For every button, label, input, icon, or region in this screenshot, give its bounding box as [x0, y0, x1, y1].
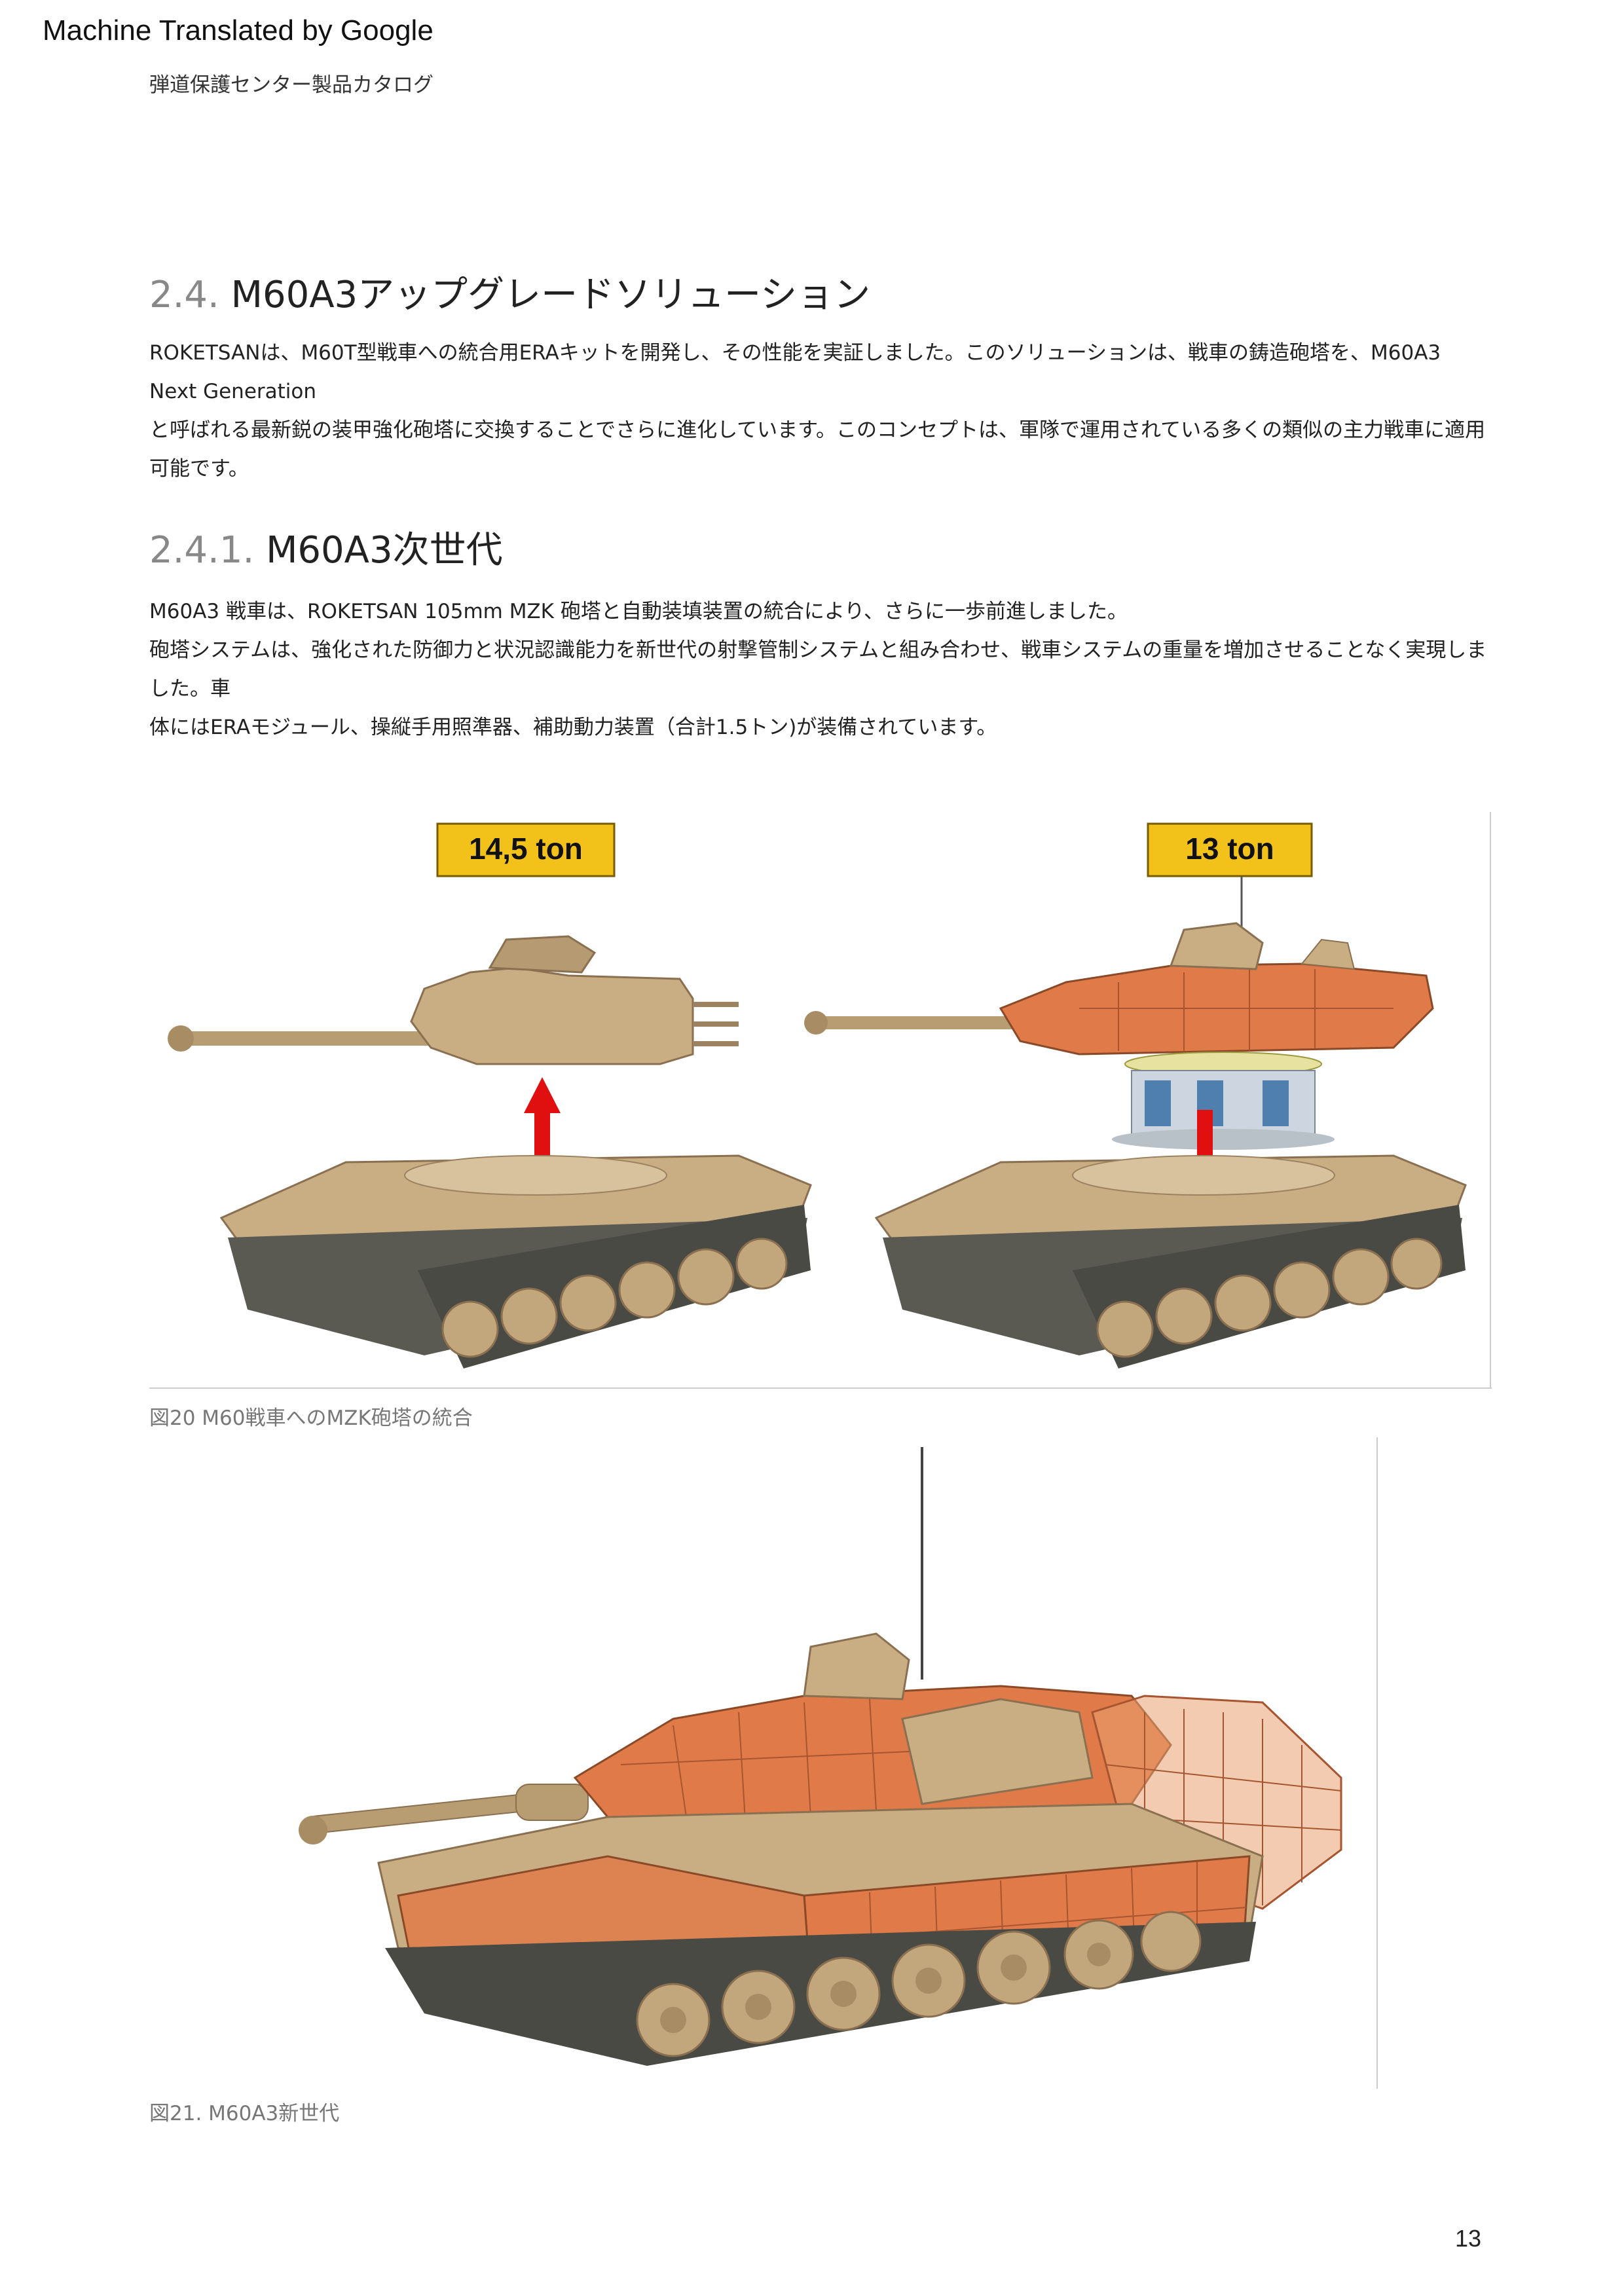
section-heading-2-4-1: 2.4.1. M60A3次世代 [149, 521, 503, 574]
section-title: M60A3アップグレードソリューション [231, 274, 871, 316]
paragraph-line: と呼ばれる最新鋭の装甲強化砲塔に交換することでさらに進化しています。このコンセプ… [149, 418, 1486, 481]
section-2-4-1-paragraph: M60A3 戦車は、ROKETSAN 105mm MZK 砲塔と自動装填装置の統… [149, 593, 1492, 747]
m60-original-tank-illustration: 14,5 ton [168, 822, 812, 1368]
paragraph-line: M60A3 戦車は、ROKETSAN 105mm MZK 砲塔と自動装填装置の統… [149, 600, 1128, 623]
page-number: 13 [1455, 2225, 1482, 2252]
paragraph-line: 体にはERAモジュール、操縦手用照準器、補助動力装置（合計1.5トン)が装備され… [149, 716, 997, 739]
figure-20-turret-integration-image: 14,5 ton 13 ton [149, 812, 1492, 1391]
section-title: M60A3次世代 [266, 529, 503, 572]
weight-label-original: 14,5 ton [469, 832, 583, 866]
m60a3-next-generation-tank-illustration: 13 ton [804, 822, 1467, 1368]
figure-20-caption: 図20 M60戦車へのMZK砲塔の統合 [149, 1406, 473, 1430]
figure-21-caption: 図21. M60A3新世代 [149, 2102, 340, 2125]
section-number: 2.4. [149, 274, 219, 316]
figure-21-m60a3-next-generation-image [149, 1437, 1492, 2092]
section-2-4-paragraph: ROKETSANは、M60T型戦車への統合用ERAキットを開発し、その性能を実証… [149, 334, 1492, 488]
paragraph-line: 砲塔システムは、強化された防御力と状況認識能力を新世代の射撃管制システムと組み合… [149, 638, 1487, 701]
running-header: 弾道保護センター製品カタログ [149, 73, 434, 97]
section-number: 2.4.1. [149, 529, 255, 572]
paragraph-line: ROKETSANは、M60T型戦車への統合用ERAキットを開発し、その性能を実証… [149, 341, 1441, 403]
weight-label-next-generation: 13 ton [1185, 832, 1274, 866]
machine-translation-banner: Machine Translated by Google [43, 14, 434, 46]
section-heading-2-4: 2.4. M60A3アップグレードソリューション [149, 265, 870, 318]
